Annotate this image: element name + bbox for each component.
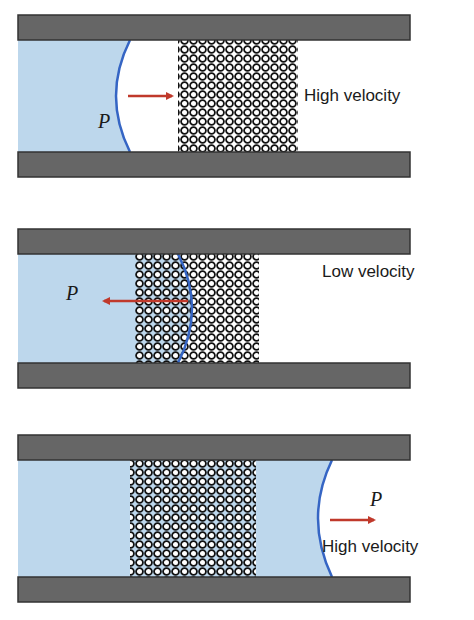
- porous-block: [130, 460, 256, 577]
- pressure-arrow: [330, 519, 374, 522]
- meniscus: [178, 254, 192, 363]
- meniscus: [116, 40, 130, 152]
- wall-top: [18, 15, 410, 40]
- velocity-label: High velocity: [304, 86, 400, 106]
- wall-top: [18, 229, 410, 254]
- pressure-arrow: [104, 300, 188, 303]
- porous-block: [178, 40, 298, 152]
- pressure-arrow: [128, 95, 172, 98]
- panel-high-velocity-exit: [18, 435, 410, 602]
- pressure-label: P: [370, 488, 382, 511]
- liquid: [18, 460, 332, 577]
- wall-top: [18, 435, 410, 460]
- meniscus: [318, 460, 332, 577]
- panel-high-velocity-entry: [18, 15, 410, 177]
- velocity-label: High velocity: [322, 537, 418, 557]
- liquid: [18, 40, 130, 152]
- wall-bottom: [18, 577, 410, 602]
- wall-bottom: [18, 363, 410, 388]
- velocity-label: Low velocity: [322, 262, 415, 282]
- wall-bottom: [18, 152, 410, 177]
- panel-low-velocity: [18, 229, 410, 388]
- porous-block: [135, 254, 259, 363]
- pressure-label: P: [98, 110, 110, 133]
- pressure-label: P: [66, 282, 78, 305]
